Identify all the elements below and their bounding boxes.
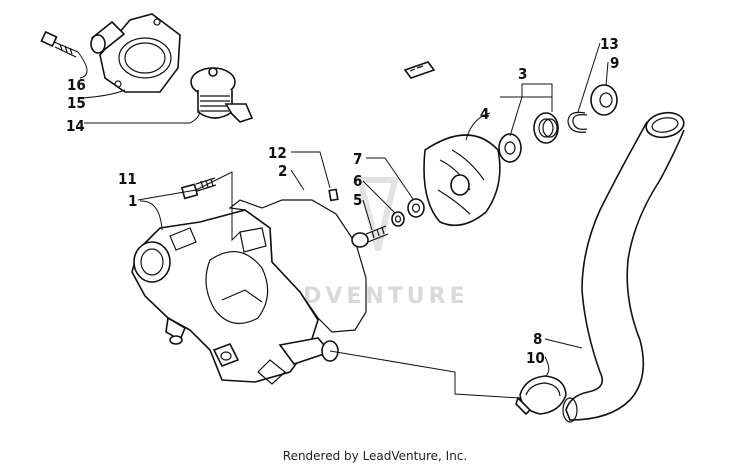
- bolt-5[interactable]: [351, 225, 389, 248]
- washer-6[interactable]: [391, 211, 405, 227]
- callout-9[interactable]: 9: [610, 54, 619, 72]
- hose-clamp-10[interactable]: [515, 375, 567, 416]
- oil-seal-9[interactable]: [590, 84, 618, 116]
- impeller-4[interactable]: [423, 134, 501, 227]
- callout-4[interactable]: 4: [480, 105, 489, 123]
- callout-6[interactable]: 6: [353, 172, 362, 190]
- callout-1[interactable]: 1: [128, 192, 137, 210]
- assembly-path-line: [329, 350, 521, 399]
- gasket-2[interactable]: [228, 199, 367, 333]
- callout-7[interactable]: 7: [353, 150, 362, 168]
- callout-8[interactable]: 8: [533, 330, 542, 348]
- callout-16[interactable]: 16: [67, 76, 86, 94]
- washer-7[interactable]: [407, 198, 425, 218]
- seal-assembly-3[interactable]: [498, 112, 559, 163]
- callouts: 16 15 14 11 1 12 2 7 6 5 4 3 13 9 8 10: [66, 35, 619, 367]
- callout-11[interactable]: 11: [118, 170, 137, 188]
- callout-3[interactable]: 3: [518, 65, 527, 83]
- dowel-pin-12[interactable]: [328, 188, 339, 202]
- front-indicator-icon: [403, 61, 436, 79]
- thermostat-14[interactable]: [190, 67, 254, 123]
- bolt-16[interactable]: [40, 30, 79, 58]
- callout-2[interactable]: 2: [278, 162, 287, 180]
- callout-14[interactable]: 14: [66, 117, 85, 135]
- snap-ring-13[interactable]: [567, 111, 588, 133]
- callout-12[interactable]: 12: [268, 144, 287, 162]
- footer-credit: Rendered by LeadVenture, Inc.: [282, 449, 468, 463]
- thermostat-housing-15[interactable]: [90, 13, 181, 93]
- callout-5[interactable]: 5: [353, 191, 362, 209]
- callout-10[interactable]: 10: [526, 349, 545, 367]
- callout-15[interactable]: 15: [67, 94, 86, 112]
- callout-13[interactable]: 13: [600, 35, 619, 53]
- hose-8[interactable]: [562, 110, 686, 423]
- water-pump-body-1[interactable]: [131, 209, 339, 385]
- leader-lines: [77, 42, 609, 377]
